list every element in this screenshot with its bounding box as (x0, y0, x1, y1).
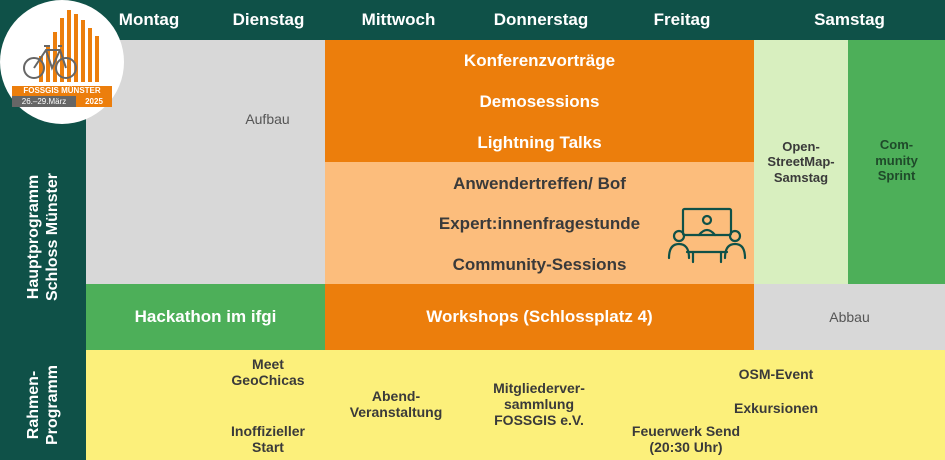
osm-samstag-block: Open- StreetMap- Samstag (754, 40, 848, 284)
demo-label: Demosessions (479, 92, 600, 111)
inoffizieller-start: Inoffizieller Start (231, 423, 305, 456)
day-thursday: Donnerstag (493, 10, 589, 29)
rahmen-line1: Rahmen- (24, 370, 42, 440)
lightning-label: Lightning Talks (477, 133, 602, 152)
workshops-block: Workshops (Schlossplatz 4) (325, 284, 754, 350)
anwender-label: Anwendertreffen/ Bof (453, 174, 626, 193)
day-tuesday: Dienstag (232, 10, 305, 29)
hauptprogramm-label: Hauptprogramm Schloss Münster (0, 124, 86, 350)
aufbau-label: Aufbau (245, 111, 290, 127)
day-monday: Montag (118, 10, 180, 29)
community-sprint-block: Com- munity Sprint (848, 40, 945, 284)
hauptprogramm-line2: Schloss Münster (44, 172, 61, 302)
konferenz-label: Konferenzvorträge (463, 51, 616, 70)
day-wednesday: Mittwoch (361, 10, 436, 29)
feuerwerk-send: Feuerwerk Send (20:30 Uhr) (631, 423, 741, 456)
mitgliederversammlung: Mitgliederver- sammlung FOSSGIS e.V. (493, 380, 585, 429)
hauptprogramm-line1: Hauptprogramm (24, 174, 42, 300)
meeting-icon (667, 207, 747, 264)
conference-block: Konferenzvorträge Demosessions Lightning… (325, 40, 754, 162)
expert-label: Expert:innenfragestunde (438, 214, 641, 233)
community-sessions-label: Community-Sessions (452, 255, 627, 274)
logo-dates: 26.–29.März (12, 96, 76, 107)
day-friday: Freitag (653, 10, 711, 29)
abbau-block: Abbau (754, 284, 945, 350)
logo-graphic (23, 10, 99, 82)
rahmen-line2: Programm (44, 364, 61, 446)
day-saturday: Samstag (814, 10, 885, 29)
rahmenprogramm-label: Rahmen- Programm (0, 350, 86, 460)
logo-year: 2025 (76, 96, 112, 107)
fossgis-logo: FOSSGIS MÜNSTER 26.–29.März 2025 (0, 0, 124, 124)
osm-event: OSM-Event (738, 366, 814, 382)
abendveranstaltung: Abend- Veranstaltung (349, 388, 443, 421)
aufbau-block: Aufbau (86, 40, 325, 284)
rahmenprogramm-row: Meet GeoChicas Inoffizieller Start Abend… (86, 350, 945, 460)
community-block: Anwendertreffen/ Bof Expert:innenfragest… (325, 162, 754, 284)
community-sprint-label: Com- munity Sprint (875, 137, 918, 184)
hackathon-block: Hackathon im ifgi (86, 284, 325, 350)
meet-geochicas: Meet GeoChicas (231, 356, 305, 389)
logo-name: FOSSGIS MÜNSTER (12, 86, 112, 96)
exkursionen: Exkursionen (733, 400, 819, 416)
